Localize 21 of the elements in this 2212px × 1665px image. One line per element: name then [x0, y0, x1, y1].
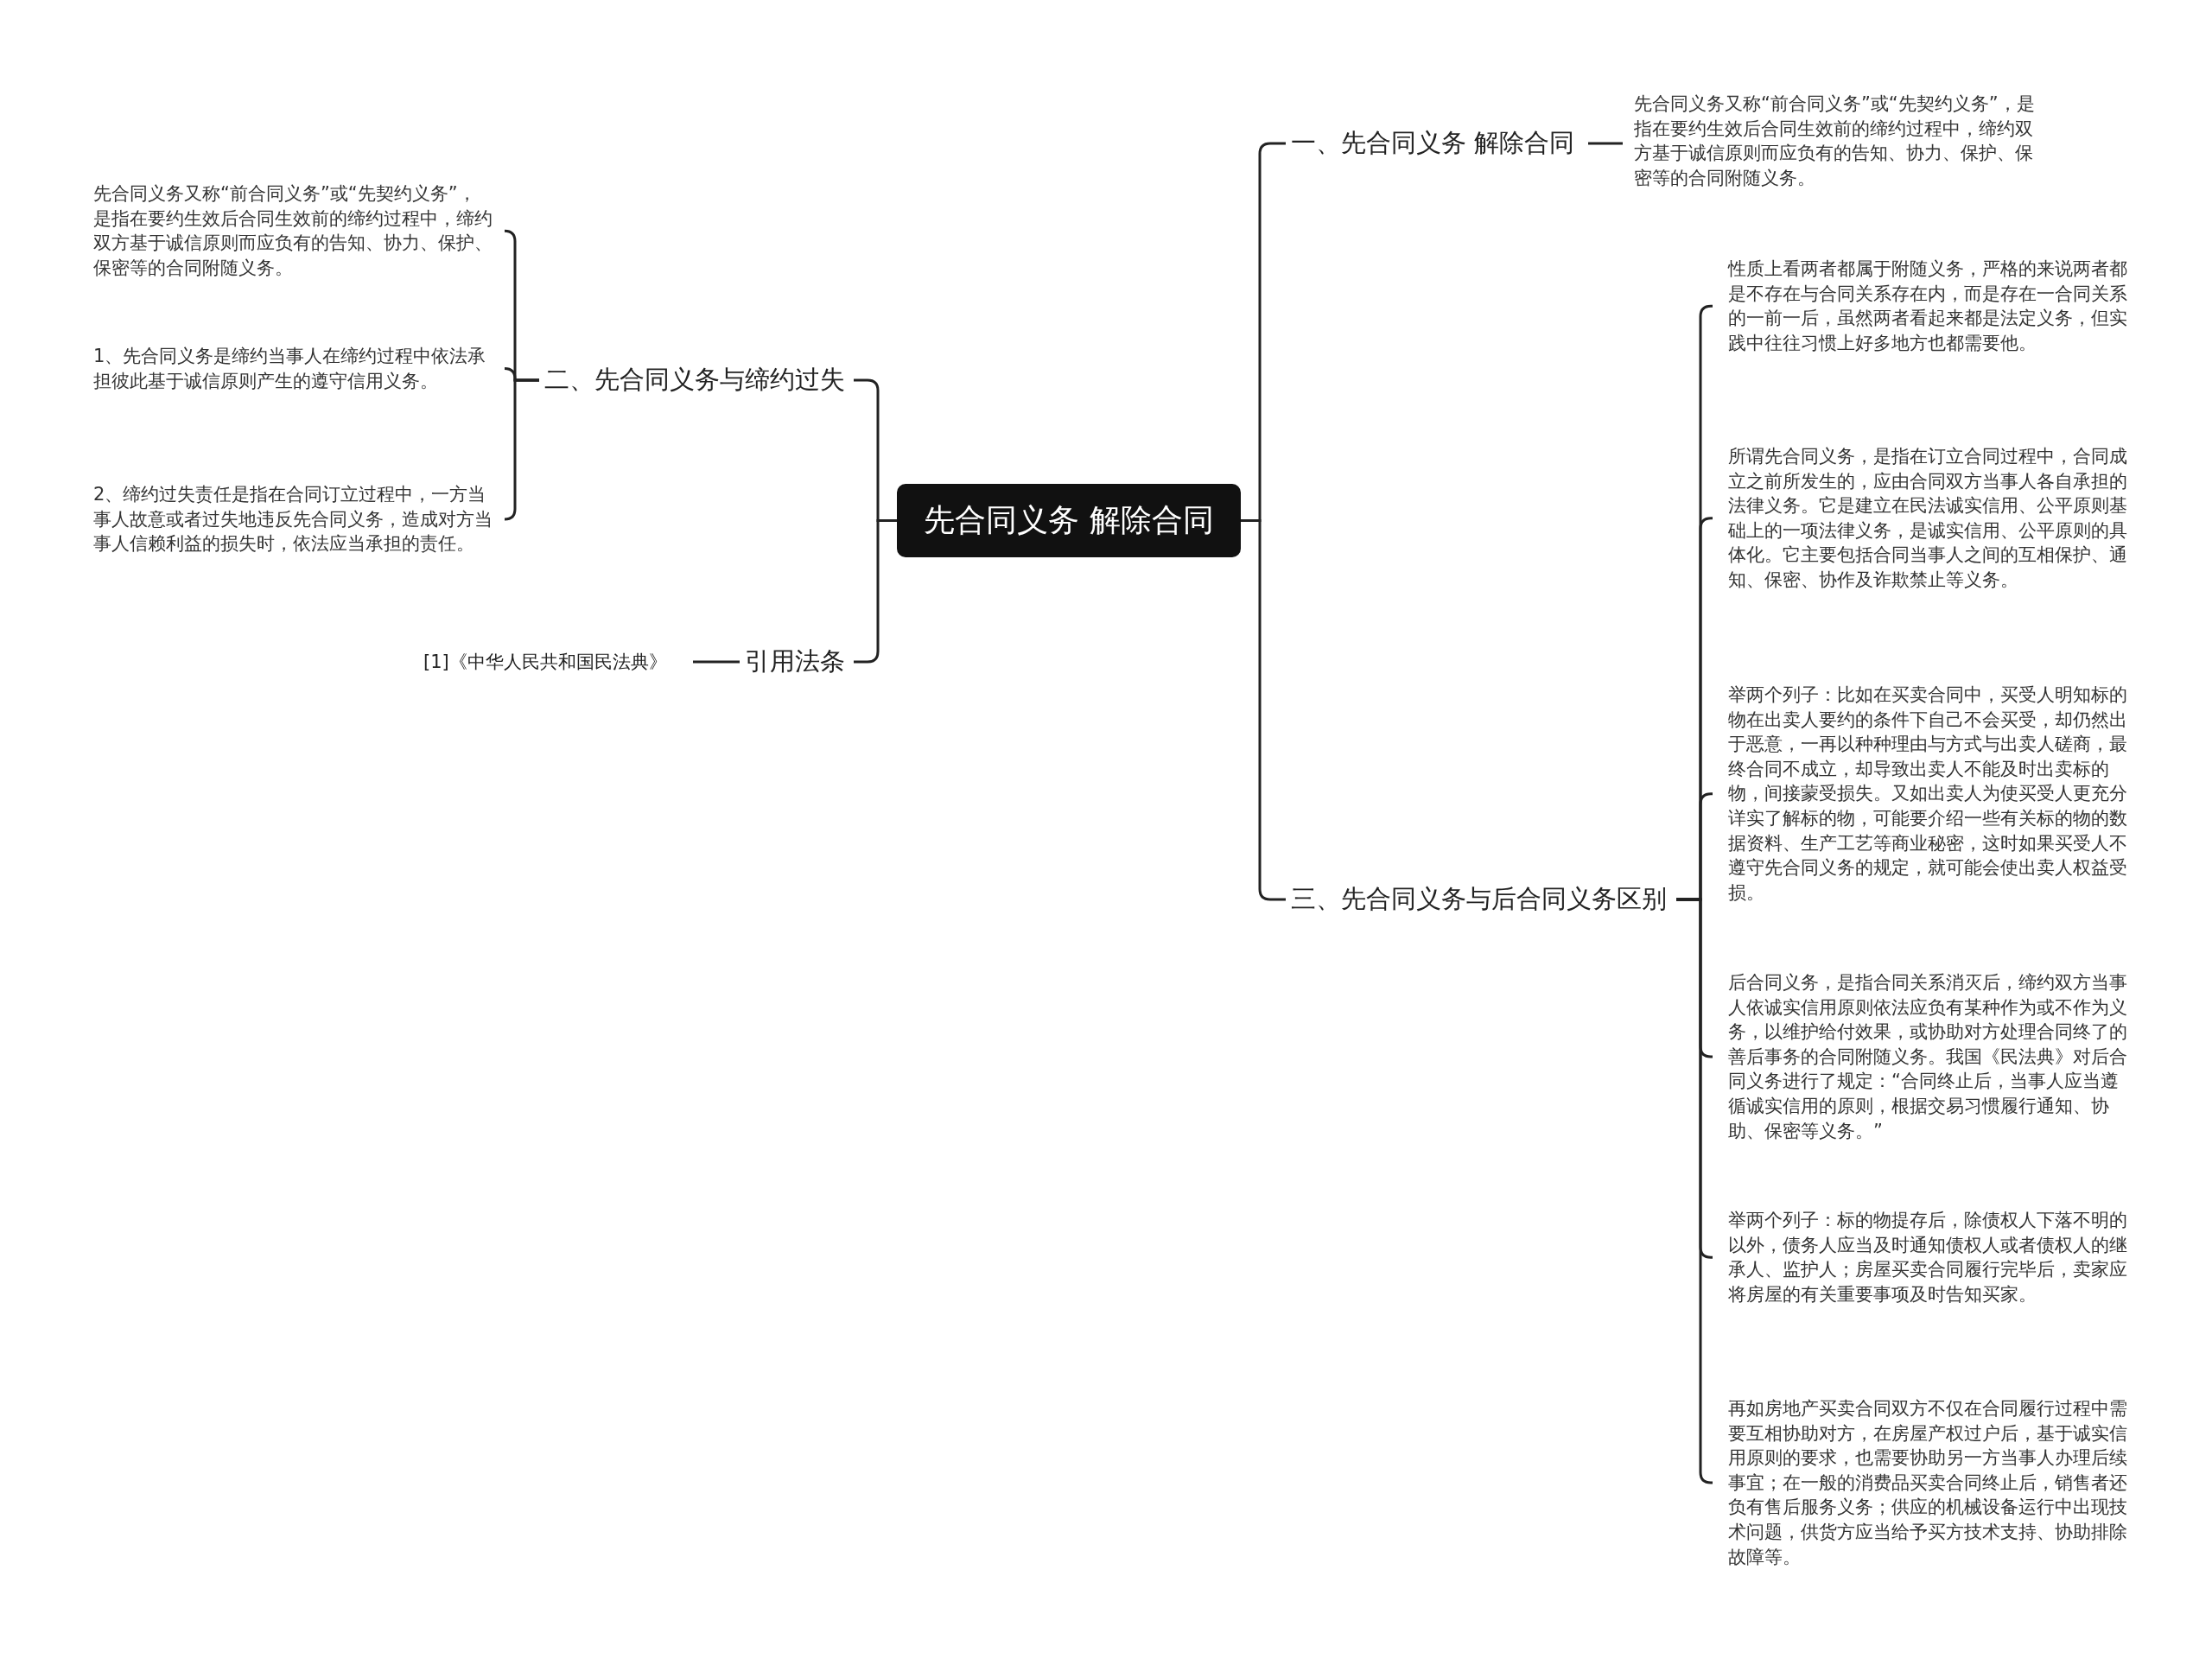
paragraph-text: 再如房地产买卖合同双方不仅在合同履行过程中需要互相协助对方，在房屋产权过户后，基于诚实信用原则的要求，也需要协助另一方当事人办理后续事宜；在一般的消费品买卖合同终止后，销售者还负有售后服务义务；供应的机械设备运行中出现技术问题，供货方应当给予买方技术支持、协助排除故障等。: [1713, 1396, 2134, 1570]
topic-label: 一、先合同义务 解除合同: [1286, 126, 1588, 161]
paragraph-text: 先合同义务又称“前合同义务”或“先契约义务”，是指在要约生效后合同生效前的缔约过程中，缔约双方基于诚信原则而应负有的告知、协力、保护、保密等的合同附随义务。: [1623, 92, 2046, 191]
paragraph-text: 性质上看两者都属于附随义务，严格的来说两者都是不存在与合同关系存在内，而是存在一合同关系的一前一后，虽然两者看起来都是法定义务，但实践中往往习惯上好多地方也都需要他。: [1713, 257, 2134, 356]
paragraph-text: 所谓先合同义务，是指在订立合同过程中，合同成立之前所发生的，应由合同双方当事人各自承担的法律义务。它是建立在民法诚实信用、公平原则基础上的一项法律义务，是诚实信用、公平原则的具体化。它主要包括合同当事人之间的互相保护、通知、保密、协作及诈欺禁止等义务。: [1713, 444, 2134, 593]
connector-line: [1676, 898, 1713, 1484]
connector-line: [1588, 142, 1623, 145]
paragraph-text: 1、先合同义务是缔约当事人在缔约过程中依法承担彼此基于诚信原则产生的遵守信用义务。: [83, 344, 505, 394]
paragraph-text: 举两个列子：标的物提存后，除债权人下落不明的以外，债务人应当及时通知债权人或者债权人的继承人、监护人；房屋买卖合同履行完毕后，卖家应将房屋的有关重要事项及时告知买家。: [1713, 1208, 2134, 1307]
reference-text: [1]《中华人民共和国民法典》: [423, 650, 693, 674]
connector-line: [503, 378, 539, 521]
paragraph-text: 举两个列子：比如在买卖合同中，买受人明知标的物在出卖人要约的条件下自己不会买受，却仍然出于恶意，一再以种种理由与方式与出卖人磋商，最终合同不成立，却导致出卖人不能及时出卖标的物，间接蒙受损失。又如出卖人为使买受人更充分详实了解标的物，可能要介绍一些有关标的物的数据资料、生产工艺等商业秘密，这时如果买受人不遵守先合同义务的规定，就可能会使出卖人权益受损。: [1713, 683, 2134, 906]
topic-label: 二、先合同义务与缔约过失: [539, 363, 854, 397]
paragraph-text: 2、缔约过失责任是指在合同订立过程中，一方当事人故意或者过失地违反先合同义务，造成对方当事人信赖利益的损失时，依法应当承担的责任。: [83, 482, 505, 556]
topic-label: 引用法条: [740, 645, 854, 679]
topic-label: 三、先合同义务与后合同义务区别: [1286, 882, 1676, 917]
connector-line: [693, 660, 740, 664]
paragraph-text: 先合同义务又称“前合同义务”或“先契约义务”，是指在要约生效后合同生效前的缔约过程中，缔约双方基于诚信原则而应负有的告知、协力、保护、保密等的合同附随义务。: [83, 181, 505, 281]
root-box: 先合同义务 解除合同: [897, 484, 1241, 557]
connector-line: [1241, 519, 1286, 901]
paragraph-text: 后合同义务，是指合同关系消灭后，缔约双方当事人依诚实信用原则依法应负有某种作为或不作为义务，以维护给付效果，或协助对方处理合同终了的善后事务的合同附随义务。我国《民法典》对后合同义务进行了规定：“合同终止后，当事人应当遵循诚实信用的原则，根据交易习惯履行通知、协助、保密等义务。”: [1713, 970, 2134, 1144]
